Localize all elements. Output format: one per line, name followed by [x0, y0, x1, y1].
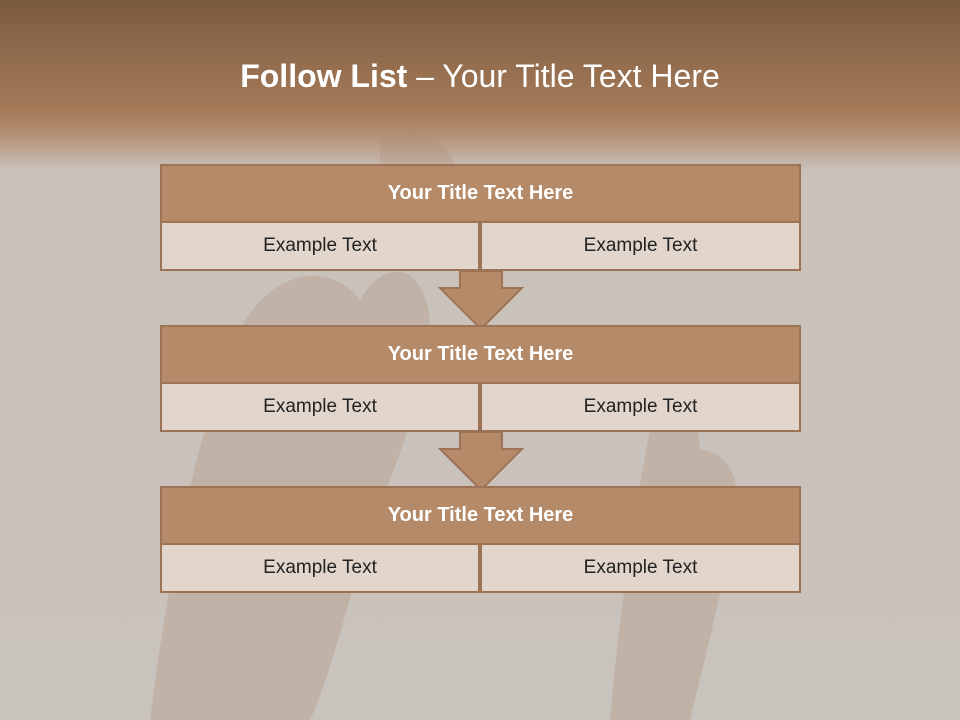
down-arrow-icon: [438, 431, 524, 492]
down-arrow-icon: [438, 270, 524, 331]
step-cell-left: Example Text: [160, 382, 480, 432]
step-title: Your Title Text Here: [160, 325, 801, 384]
title-subtitle: – Your Title Text Here: [416, 58, 720, 94]
title-bold: Follow List: [240, 58, 408, 94]
step-title: Your Title Text Here: [160, 164, 801, 223]
step-cell-right: Example Text: [480, 221, 801, 271]
step-cell-left: Example Text: [160, 543, 480, 593]
step-cell-right: Example Text: [480, 382, 801, 432]
step-title: Your Title Text Here: [160, 486, 801, 545]
step-cell-left: Example Text: [160, 221, 480, 271]
slide-title: Follow List – Your Title Text Here: [0, 54, 960, 98]
step-cell-right: Example Text: [480, 543, 801, 593]
